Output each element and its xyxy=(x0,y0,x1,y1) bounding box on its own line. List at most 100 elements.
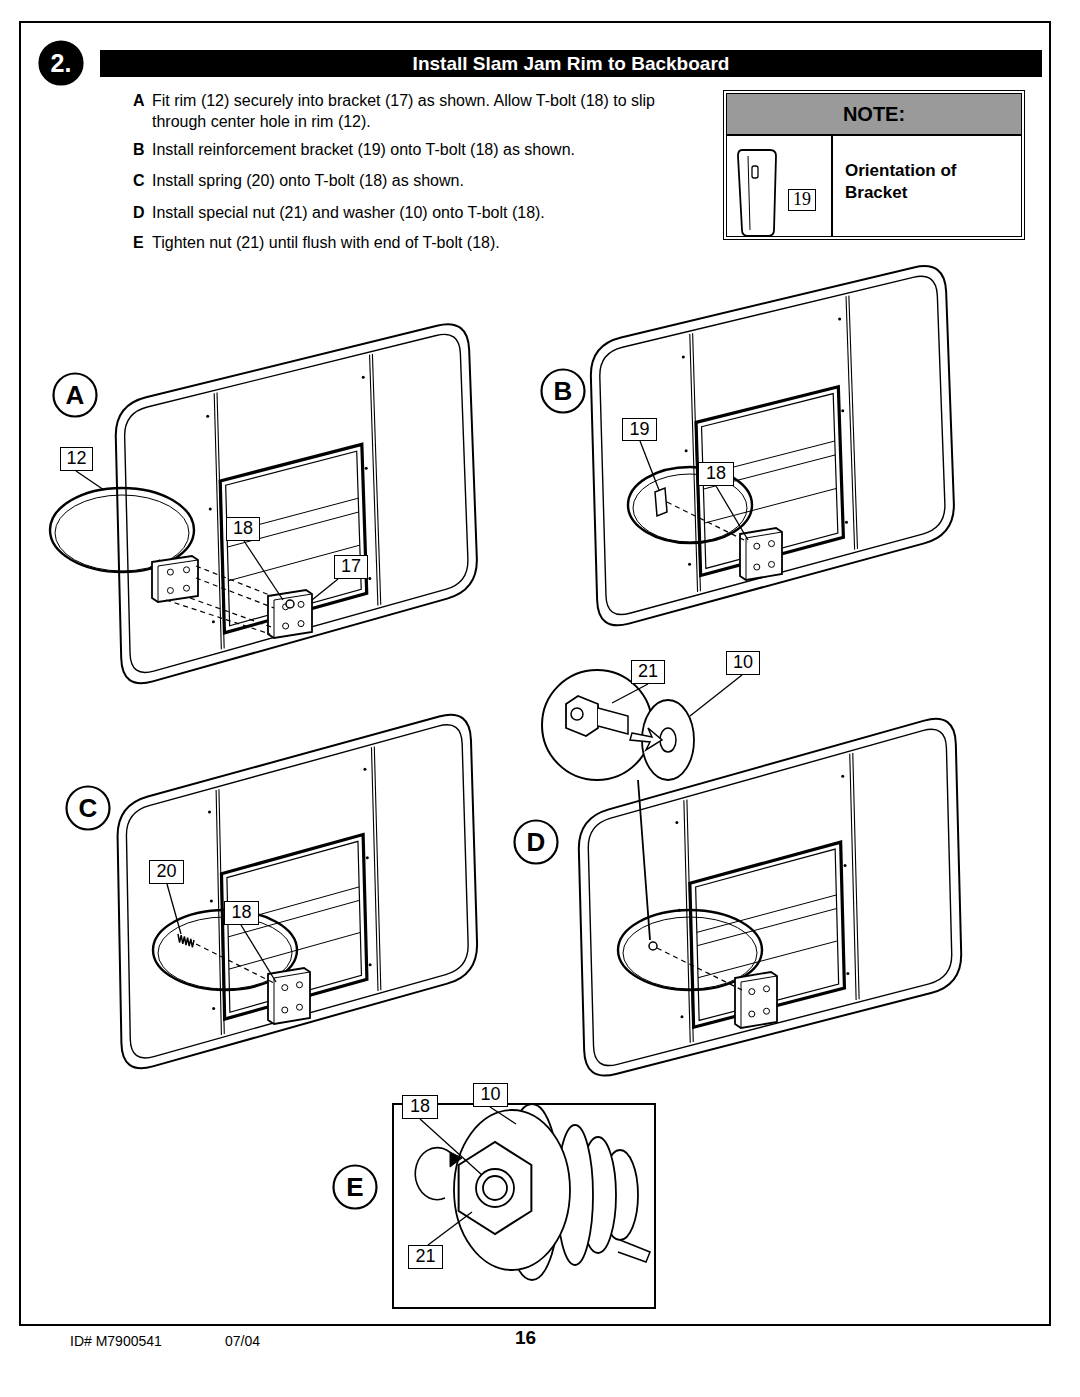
callout-box: 20 xyxy=(149,860,184,884)
section-title: Install Slam Jam Rim to Backboard xyxy=(100,51,1042,76)
bracket-edge xyxy=(274,600,275,638)
callout-box: 10 xyxy=(726,651,760,675)
shooter-square xyxy=(220,444,367,633)
leader-line xyxy=(690,675,742,716)
bolt-dot xyxy=(846,972,849,975)
bracket-hole xyxy=(754,543,760,549)
bolt-dot xyxy=(212,1007,215,1010)
leader-line xyxy=(716,486,748,540)
bolt-dot xyxy=(209,508,212,511)
bolt-dot xyxy=(365,467,368,470)
alignment-line xyxy=(667,502,748,542)
bolt-dot xyxy=(368,577,371,580)
panel-letter: E xyxy=(332,1164,378,1210)
step-letter: C xyxy=(133,170,151,191)
spring xyxy=(178,934,194,947)
bracket-hole xyxy=(298,621,304,627)
bolt-dot xyxy=(688,563,691,566)
callout-number: 21 xyxy=(638,661,658,682)
backboard-outline xyxy=(116,324,477,683)
footer-text: ID# M7900541 xyxy=(70,1331,210,1352)
note-box: NOTE: Orientation of Bracket 19 xyxy=(723,90,1025,240)
panel-letter: B xyxy=(540,368,586,414)
leader-line xyxy=(612,684,648,703)
panel-seam xyxy=(372,354,380,605)
bracket-orientation-picture xyxy=(738,150,776,236)
step-badge: 2. xyxy=(38,40,84,86)
bolt-dot xyxy=(685,449,688,452)
bolt-dot xyxy=(844,864,847,867)
note-text: Orientation of Bracket xyxy=(845,160,1015,204)
bracket-body xyxy=(735,972,777,1028)
detail-frame xyxy=(393,1104,655,1308)
callout-number: 10 xyxy=(480,1084,500,1105)
instruction-text: Tighten nut (21) until flush with end of… xyxy=(152,232,708,253)
callout-number: 21 xyxy=(415,1246,435,1267)
bracket-hole xyxy=(184,585,190,591)
backboard-frame xyxy=(588,729,951,1065)
step-letter: A xyxy=(133,90,151,111)
mount-plate xyxy=(228,900,359,937)
bolt-dot xyxy=(675,821,678,824)
bracket-edge xyxy=(741,976,777,982)
bracket-body xyxy=(740,528,782,580)
mount-plate xyxy=(704,488,836,523)
bolt-dot xyxy=(680,1015,683,1018)
alignment-line xyxy=(196,578,274,608)
bracket-edge xyxy=(274,972,310,978)
t-bolt-shaft xyxy=(618,1240,650,1262)
nut-bore xyxy=(571,708,583,720)
bracket-hole xyxy=(769,541,775,547)
callout-number: 19 xyxy=(793,190,811,209)
panel-letter: C xyxy=(65,785,111,831)
bolt-dot xyxy=(682,355,685,358)
bolt-dot xyxy=(210,899,213,902)
bracket-hole xyxy=(769,561,775,567)
callout-box: 17 xyxy=(334,555,368,579)
special-nut xyxy=(649,942,657,950)
bracket-body xyxy=(268,968,310,1024)
nut-hex xyxy=(459,1142,532,1234)
instruction-text: Install special nut (21) and washer (10)… xyxy=(152,202,708,223)
bolt-end xyxy=(483,1176,507,1200)
backboard-outline xyxy=(118,715,477,1068)
callout-box: 18 xyxy=(226,517,260,541)
bracket-hole xyxy=(283,623,289,629)
panel-letter: B xyxy=(540,368,586,414)
leader-line xyxy=(241,925,276,982)
instruction-text: Install spring (20) onto T-bolt (18) as … xyxy=(152,170,708,191)
step-letter: D xyxy=(133,202,151,223)
callout-box: 21 xyxy=(631,660,665,684)
bracket-hole xyxy=(282,985,288,991)
rim-bracket xyxy=(740,528,782,580)
leader-line xyxy=(76,471,104,490)
instruction-text: Fit rim (12) securely into bracket (17) … xyxy=(152,90,708,132)
callout-number: 18 xyxy=(410,1096,430,1117)
step-number: 2. xyxy=(38,40,84,86)
nut-hex xyxy=(566,696,598,736)
page-number: 16 xyxy=(515,1327,555,1348)
bracket-hole xyxy=(749,989,755,995)
note-heading: NOTE: xyxy=(727,94,1021,136)
bolt-dot xyxy=(838,317,841,320)
rim-bracket xyxy=(268,968,310,1024)
callout-box: 18 xyxy=(402,1095,438,1119)
callout-box: 12 xyxy=(60,447,93,471)
callout-box: 18 xyxy=(224,901,259,925)
bolt-dot xyxy=(841,409,844,412)
bolt-dot xyxy=(362,376,365,379)
panel-seam xyxy=(216,790,221,1035)
leader-line xyxy=(420,1119,482,1175)
bracket-hole xyxy=(298,601,304,607)
callout-box: 18 xyxy=(698,462,734,486)
callout-box: 19 xyxy=(622,418,657,441)
bolt-dot xyxy=(369,963,372,966)
alignment-line xyxy=(657,948,742,990)
callout-number: 12 xyxy=(66,448,86,469)
callout-number: 10 xyxy=(733,652,753,673)
alignment-line xyxy=(196,944,276,984)
rotation-arrowhead xyxy=(450,1152,462,1167)
callout-box: 19 xyxy=(788,189,816,211)
nut-collar xyxy=(598,708,628,734)
